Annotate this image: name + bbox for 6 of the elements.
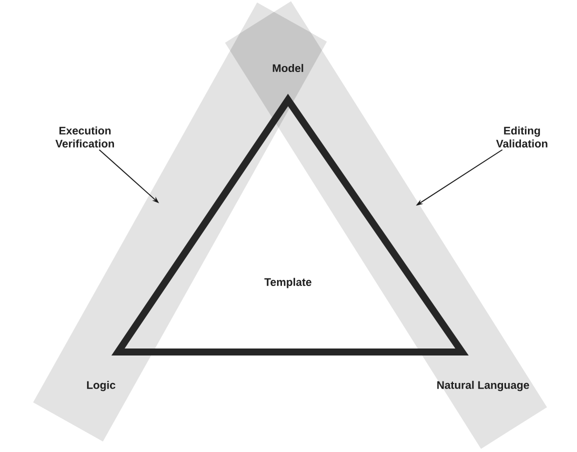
text-label: Editing Validation [496,126,548,148]
vertex-label: Natural Language [437,380,530,392]
text-label: Execution Verification [55,126,114,148]
band [225,1,547,449]
vertex-label: Model [272,64,304,72]
vertex-label: Logic [87,380,116,392]
